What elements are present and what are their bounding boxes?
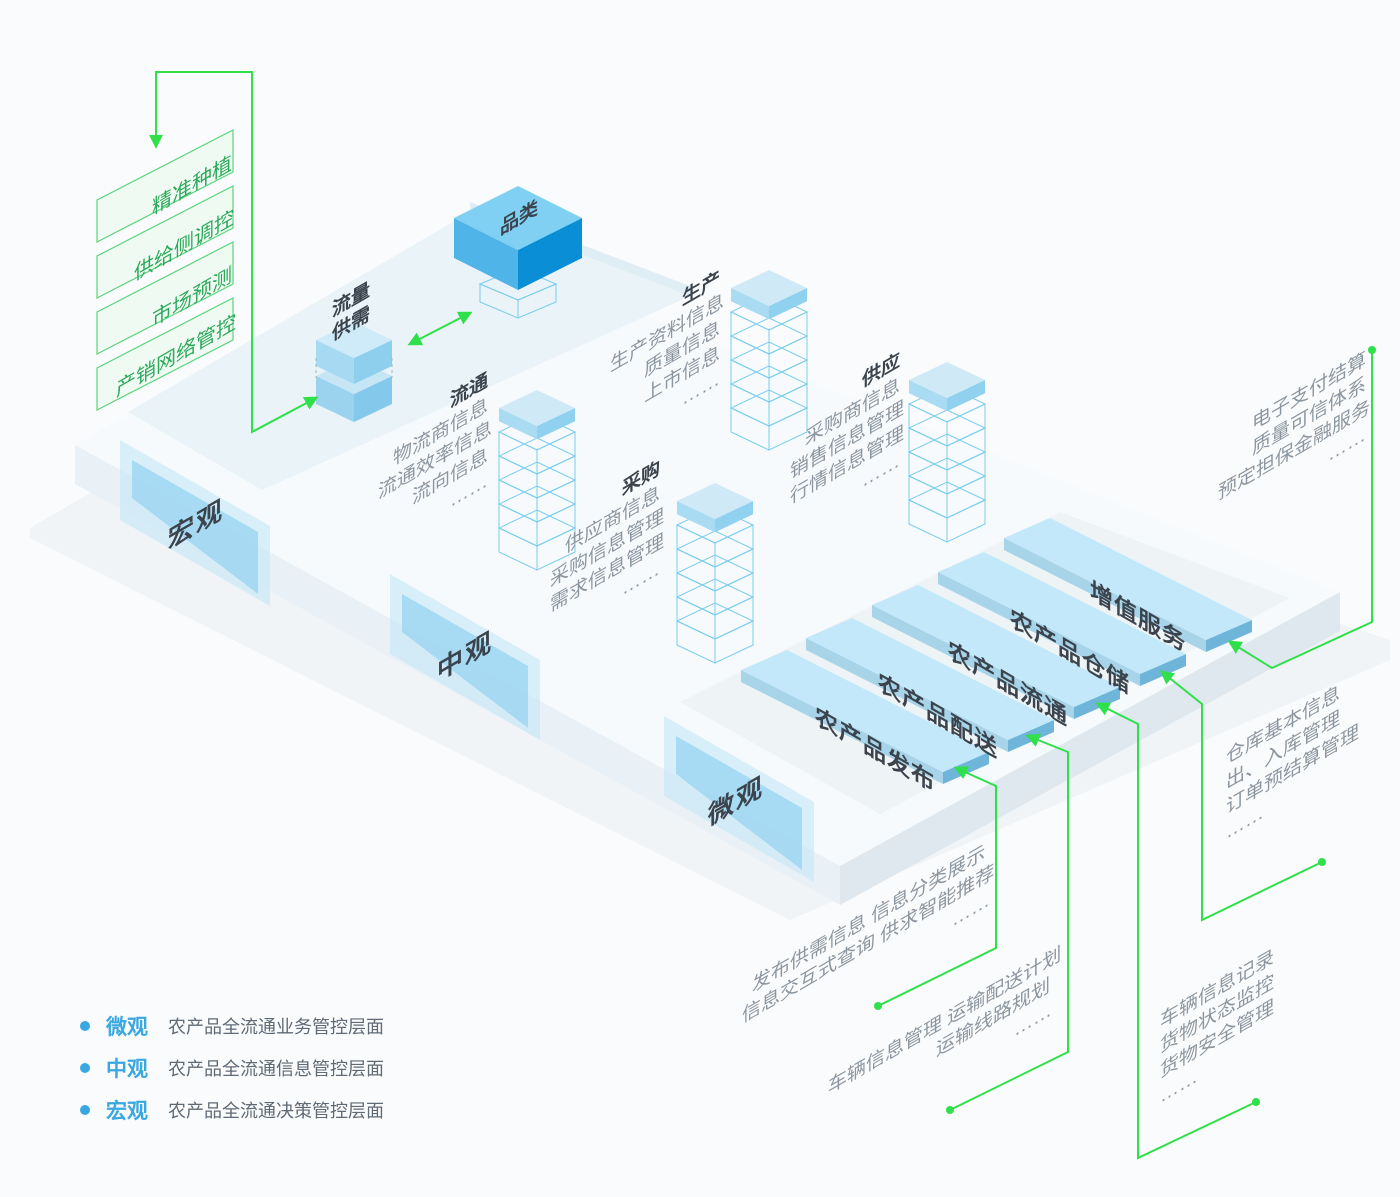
delivery-connector-dot xyxy=(946,1106,954,1114)
flow-cube-top-top xyxy=(316,322,392,358)
stack-circulation-lid-left xyxy=(499,408,537,440)
category-cube-left xyxy=(454,218,518,290)
circulation-connector xyxy=(1095,702,1257,1160)
stack-purchase-lid-top xyxy=(677,483,753,519)
legend-dot xyxy=(80,1105,90,1115)
bar-value-added-end xyxy=(1206,620,1252,652)
stack-supply-lid-left xyxy=(909,380,947,412)
meso-tile-inner xyxy=(402,594,528,728)
flow-cube-bottom-left xyxy=(316,376,354,422)
slab-face-right xyxy=(840,592,1340,905)
stack-purchase-lid-left xyxy=(677,501,715,533)
storage-connector xyxy=(1159,670,1323,922)
stack-supply-lid-right xyxy=(947,380,985,412)
micro-tile-inner xyxy=(676,736,802,870)
legend-key: 宏观 xyxy=(106,1100,148,1123)
bar-storage-front xyxy=(938,572,1140,686)
legend-row-meso: 中观 农产品全流通信息管控层面 xyxy=(80,1047,384,1089)
bar-value-added-front xyxy=(1004,538,1206,652)
flow-cube-top-left xyxy=(316,340,354,384)
legend-desc: 农产品全流通信息管控层面 xyxy=(168,1059,384,1079)
bar-delivery-top xyxy=(806,618,1054,740)
legend-row-macro: 宏观 农产品全流通决策管控层面 xyxy=(80,1089,384,1131)
bar-delivery-front xyxy=(806,638,1008,752)
stack-production-lid-left xyxy=(731,288,769,320)
flow-category-connector xyxy=(407,311,473,346)
category-cube-top xyxy=(454,186,582,250)
flow-cube-bottom-right xyxy=(354,376,392,422)
publish-connector xyxy=(877,766,997,1007)
bar-value-added-top xyxy=(1004,518,1252,640)
bar-storage-top xyxy=(938,552,1186,674)
circulation-connector-dot xyxy=(1252,1098,1260,1106)
value-added-connector xyxy=(1227,350,1373,670)
category-cube-right xyxy=(518,218,582,290)
legend-dot xyxy=(80,1021,90,1031)
stack-supply-lid-top xyxy=(909,362,985,398)
storage-connector-dot xyxy=(1318,858,1326,866)
micro-bars-layer xyxy=(741,518,1252,784)
cubes-layer xyxy=(315,186,987,664)
stack-circulation-lid-top xyxy=(499,390,575,426)
legend-desc: 农产品全流通决策管控层面 xyxy=(168,1101,384,1121)
bar-circulation-top xyxy=(872,585,1120,707)
bar-circulation-front xyxy=(872,605,1074,719)
stack-production-lid-top xyxy=(731,270,807,306)
macro-tile-inner xyxy=(132,460,258,594)
legend: 微观 农产品全流通业务管控层面 中观 农产品全流通信息管控层面 宏观 农产品全流… xyxy=(80,1005,384,1131)
connector-lines-layer xyxy=(149,71,1376,1160)
value-added-connector-dot xyxy=(1368,346,1376,354)
bar-publish-top xyxy=(741,650,989,772)
bar-publish-front xyxy=(741,670,943,784)
legend-key: 中观 xyxy=(106,1058,148,1081)
legend-key: 微观 xyxy=(106,1016,148,1039)
legend-row-micro: 微观 农产品全流通业务管控层面 xyxy=(80,1005,384,1047)
stack-purchase-lid-right xyxy=(715,501,753,533)
legend-dot xyxy=(80,1063,90,1073)
delivery-connector xyxy=(949,733,1069,1111)
stack-circulation-lid-right xyxy=(537,408,575,440)
macro-loop-connector xyxy=(149,71,319,434)
flow-cube-top-right xyxy=(354,340,392,384)
stack-production-lid-right xyxy=(769,288,807,320)
bar-storage-end xyxy=(1140,654,1186,686)
category-wire-top xyxy=(478,267,558,301)
legend-desc: 农产品全流通业务管控层面 xyxy=(168,1017,384,1037)
publish-connector-dot xyxy=(874,1002,882,1010)
